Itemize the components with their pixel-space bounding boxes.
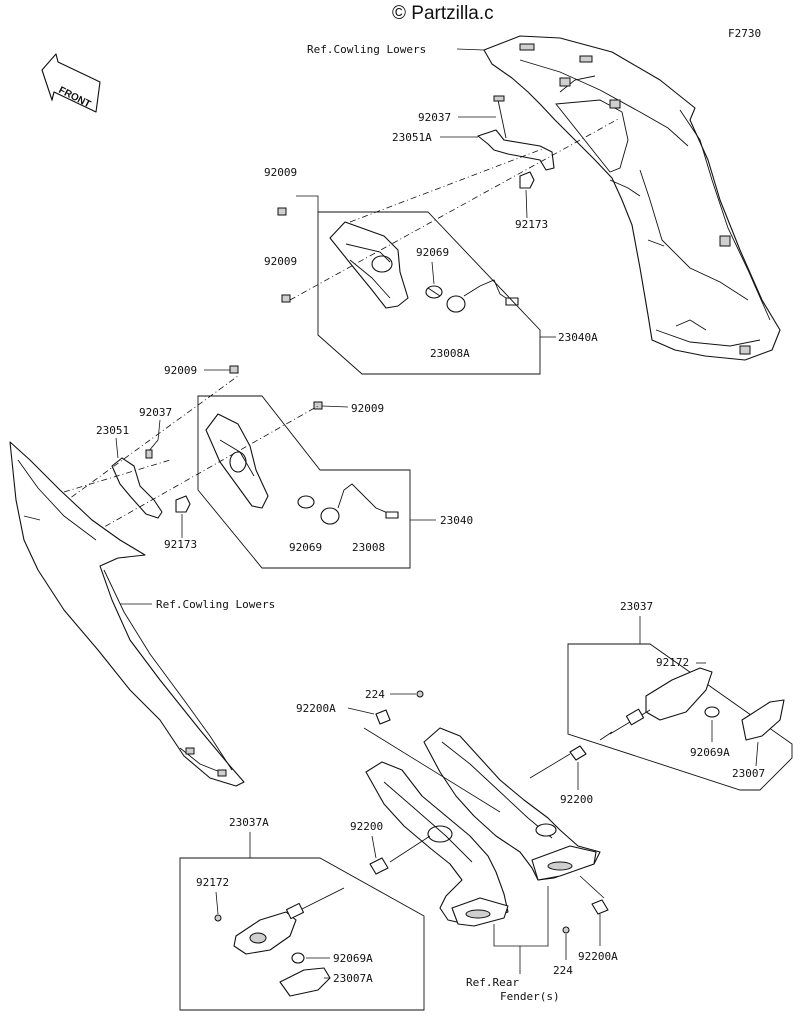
label-92009-b: 92009: [264, 255, 297, 268]
screw-92009-a: [277, 207, 287, 216]
right-cowling-lower: [483, 35, 781, 361]
label-92172-r: 92172: [656, 656, 689, 669]
grommet-92200A-top: [375, 709, 391, 725]
turn-signal-23037A-body: [233, 887, 345, 955]
label-92037-top: 92037: [418, 111, 451, 124]
screw-92172-l: [214, 914, 222, 922]
label-23008A: 23008A: [430, 347, 470, 360]
lens-23007: [741, 699, 785, 741]
label-23040A: 23040A: [558, 331, 598, 344]
bulb-92069A-l: [291, 952, 305, 964]
screw-92009-c: [229, 365, 239, 374]
screw-92037-mid: [145, 439, 159, 459]
label-224-top: 224: [365, 688, 385, 701]
bulb-92069-mid: [297, 495, 315, 509]
watermark-text: © Partzilla.c: [392, 3, 494, 24]
label-23037A: 23037A: [229, 816, 269, 829]
label-92009-c: 92009: [164, 364, 197, 377]
label-23007: 23007: [732, 767, 765, 780]
housing-23040A: [329, 221, 409, 309]
socket-23008: [320, 483, 399, 525]
label-ref-rear-fender-1: Ref.Rear: [466, 976, 519, 989]
label-92173-mid: 92173: [164, 538, 197, 551]
label-ref-cowling-left: Ref.Cowling Lowers: [156, 598, 275, 611]
turn-signal-23037-body: [599, 667, 713, 741]
label-ref-cowling-top: Ref.Cowling Lowers: [307, 43, 426, 56]
rear-fender-bracket-upper: [423, 727, 601, 881]
rear-fender-bracket-lower: [365, 761, 509, 927]
label-23051A: 23051A: [392, 131, 432, 144]
label-92200-r: 92200: [560, 793, 593, 806]
label-92200A-top: 92200A: [296, 702, 336, 715]
bracket-23051A: [477, 129, 555, 171]
label-92009-d: 92009: [351, 402, 384, 415]
figure-code: F2730: [728, 27, 761, 40]
label-23040: 23040: [440, 514, 473, 527]
label-92200A-bot: 92200A: [578, 950, 618, 963]
rivet-224-top: [416, 690, 424, 698]
label-23007A: 23007A: [333, 972, 373, 985]
left-cowling-lower: [9, 441, 245, 787]
label-ref-rear-fender-2: Fender(s): [500, 990, 560, 1003]
nut-92173-top: [519, 171, 535, 189]
nut-92173-mid: [175, 495, 191, 513]
label-92009-a: 92009: [264, 166, 297, 179]
grommet-92200-l: [369, 857, 389, 875]
label-23051: 23051: [96, 424, 129, 437]
label-92172-l: 92172: [196, 876, 229, 889]
screw-92009-b: [281, 294, 291, 303]
label-23008: 23008: [352, 541, 385, 554]
label-23037: 23037: [620, 600, 653, 613]
rivet-224-bot: [562, 926, 570, 934]
lens-23007A: [279, 967, 331, 997]
label-92200-l: 92200: [350, 820, 383, 833]
socket-23008A: [446, 279, 519, 313]
screw-92009-d: [313, 401, 323, 410]
label-92037-mid: 92037: [139, 406, 172, 419]
screw-92037-top: [493, 95, 507, 139]
grommet-92200-r: [569, 745, 587, 761]
grommet-92200A-bot: [591, 899, 609, 915]
front-arrow-icon: FRONT: [41, 53, 101, 113]
label-92069A-l: 92069A: [333, 952, 373, 965]
bulb-92069A-r: [704, 706, 720, 718]
bracket-23051: [111, 457, 163, 519]
label-224-bot: 224: [553, 964, 573, 977]
label-92173-top: 92173: [515, 218, 548, 231]
label-92069-mid: 92069: [289, 541, 322, 554]
label-92069-top: 92069: [416, 246, 449, 259]
label-92069A-r: 92069A: [690, 746, 730, 759]
housing-23040: [205, 413, 269, 509]
bulb-92069-top: [425, 285, 443, 299]
